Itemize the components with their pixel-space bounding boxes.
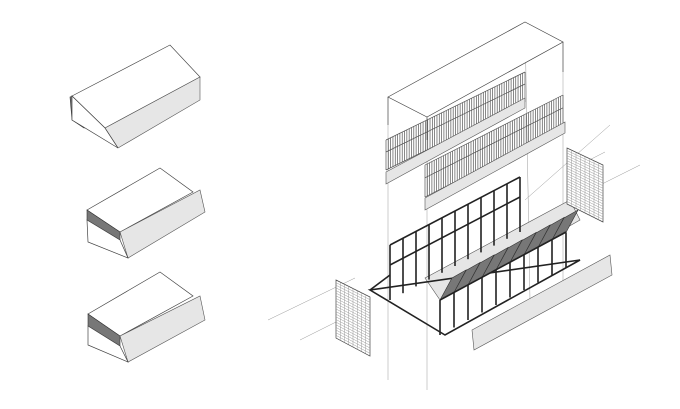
frame-structure (367, 176, 581, 336)
mesh-line (566, 196, 604, 215)
mesh-line (335, 298, 371, 316)
mesh-line (566, 173, 604, 192)
mesh-line (566, 152, 604, 171)
mesh-line (335, 335, 371, 354)
mesh-line (335, 287, 371, 306)
mesh-line (566, 191, 604, 210)
frame-beam (389, 196, 521, 266)
mesh-line (335, 285, 371, 303)
mesh-line (335, 332, 371, 351)
mesh-line (566, 170, 604, 189)
exploded-axonometric (267, 21, 641, 390)
model-phase-1 (69, 44, 201, 149)
mesh-line (335, 308, 371, 327)
mesh-line (566, 163, 604, 181)
mesh-line (335, 295, 371, 314)
mesh-line (335, 306, 371, 325)
mesh-line (335, 327, 371, 346)
mesh-line (335, 329, 371, 349)
model-phase-2 (86, 167, 206, 259)
mesh-line (335, 292, 371, 311)
mesh-line (335, 321, 371, 341)
mesh-line (335, 282, 371, 300)
mesh-line (335, 316, 371, 335)
panel-upper (385, 97, 526, 185)
frame-beam (389, 176, 521, 246)
mesh-line (566, 165, 604, 184)
mesh-line (566, 201, 604, 220)
louvre-strip-upper (385, 71, 526, 171)
mesh-line (335, 319, 371, 338)
side-panel-right (566, 147, 604, 223)
roof-volume (387, 21, 564, 118)
mesh-line (566, 193, 604, 212)
panel-middle (424, 121, 566, 211)
louvre-strip-lower (424, 94, 564, 198)
mesh-line (566, 183, 604, 202)
mesh-line (566, 185, 604, 205)
mesh-line (335, 290, 371, 308)
end-frame (369, 274, 391, 291)
mesh-line (566, 160, 604, 179)
mesh-line (566, 178, 604, 197)
line (385, 71, 526, 141)
mesh-line (566, 168, 604, 186)
mesh-line (335, 324, 371, 343)
side-panel-left (335, 279, 371, 357)
line (424, 94, 564, 166)
mesh-line (566, 155, 604, 173)
mesh-line (335, 314, 371, 333)
mesh-line (566, 157, 604, 176)
line (385, 83, 526, 153)
mesh-line (335, 311, 371, 330)
panel-bottom (471, 254, 613, 351)
mesh-line (566, 175, 604, 194)
mesh-line (335, 300, 371, 319)
model-phase-3 (87, 271, 206, 363)
line (424, 107, 564, 179)
mesh-line (566, 180, 604, 199)
mesh-line (335, 303, 371, 322)
mesh-line (566, 150, 604, 168)
front-beam (439, 231, 567, 301)
mesh-line (566, 198, 604, 218)
mesh-line (566, 188, 604, 207)
